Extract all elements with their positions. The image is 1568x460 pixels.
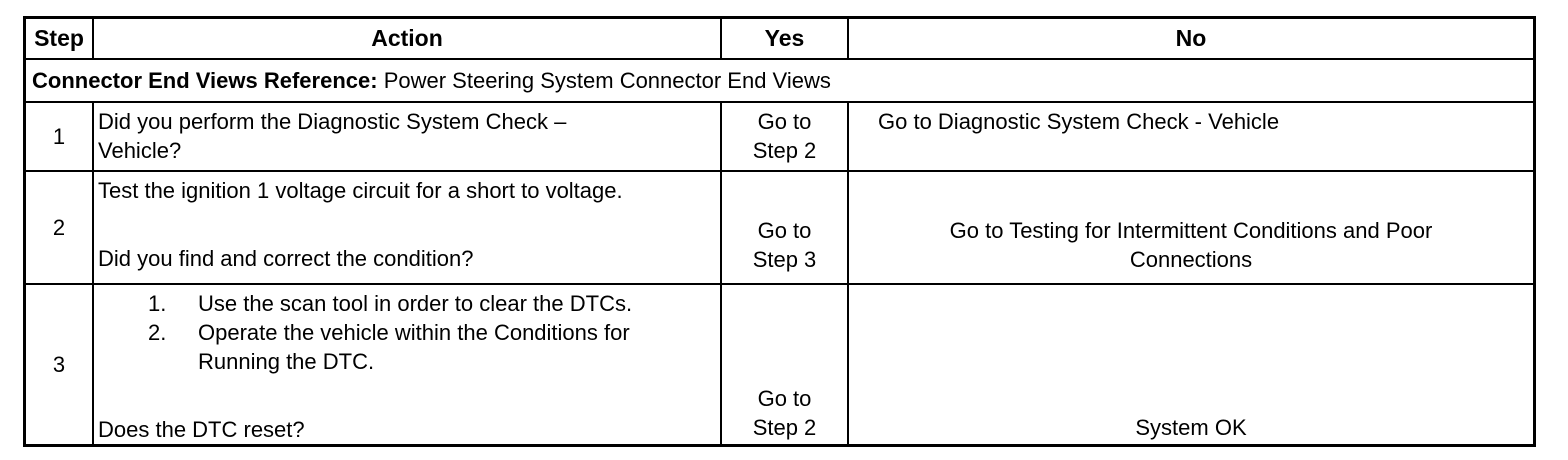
header-action: Action bbox=[94, 19, 722, 60]
row2-action-question: Did you find and correct the condition? bbox=[98, 246, 474, 271]
row3-yes: Go to Step 2 bbox=[722, 285, 849, 444]
row3-step-item: 1. Use the scan tool in order to clear th… bbox=[98, 289, 720, 318]
row3-step-text: Running the DTC. bbox=[198, 349, 375, 374]
row1-action-line1: Did you perform the Diagnostic System Ch… bbox=[98, 109, 567, 134]
row2-no: Go to Testing for Intermittent Condition… bbox=[849, 172, 1533, 285]
row3-steps-list: 1. Use the scan tool in order to clear th… bbox=[98, 289, 720, 376]
row2-step: 2 bbox=[26, 172, 94, 285]
row1-no: Go to Diagnostic System Check - Vehicle bbox=[849, 103, 1533, 172]
row2-yes-line1: Go to bbox=[757, 218, 812, 243]
row3-step-text: Use the scan tool in order to clear the … bbox=[198, 291, 633, 316]
row3-step-text: Operate the vehicle within the Condition… bbox=[198, 320, 630, 345]
row3-yes-line2: Step 2 bbox=[752, 415, 817, 440]
row3-step-number: 1. bbox=[148, 291, 167, 316]
row3-yes-line1: Go to bbox=[757, 386, 812, 411]
reference-text: Power Steering System Connector End View… bbox=[383, 67, 831, 93]
row3-step-number: 2. bbox=[148, 320, 167, 345]
row3-action: 1. Use the scan tool in order to clear th… bbox=[94, 285, 722, 444]
header-no: No bbox=[849, 19, 1533, 60]
row2-yes: Go to Step 3 bbox=[722, 172, 849, 285]
row1-yes-line1: Go to bbox=[757, 109, 812, 134]
row2-action: Test the ignition 1 voltage circuit for … bbox=[94, 172, 722, 285]
row3-action-question: Does the DTC reset? bbox=[98, 417, 305, 442]
header-yes: Yes bbox=[722, 19, 849, 60]
row2-no-line2: Connections bbox=[1129, 247, 1253, 272]
row3-no: System OK bbox=[849, 285, 1533, 444]
row2-action-instruction: Test the ignition 1 voltage circuit for … bbox=[98, 178, 623, 203]
row1-step: 1 bbox=[26, 103, 94, 172]
row1-yes: Go to Step 2 bbox=[722, 103, 849, 172]
row3-step: 3 bbox=[26, 285, 94, 444]
row3-step-item: 2. Operate the vehicle within the Conditi… bbox=[98, 318, 720, 347]
reference-row: Connector End Views Reference: Power Ste… bbox=[26, 60, 1533, 103]
header-step: Step bbox=[26, 19, 94, 60]
row1-action-line2: Vehicle? bbox=[98, 138, 182, 163]
row1-action: Did you perform the Diagnostic System Ch… bbox=[94, 103, 722, 172]
row3-no-line1: System OK bbox=[1135, 415, 1247, 440]
row2-yes-line2: Step 3 bbox=[752, 247, 817, 272]
reference-label: Connector End Views Reference: bbox=[32, 67, 378, 93]
diagnostic-table: Step Action Yes No Connector End Views R… bbox=[23, 16, 1536, 447]
row1-no-line1: Go to Diagnostic System Check - Vehicle bbox=[878, 109, 1280, 134]
row3-step-item: Running the DTC. bbox=[98, 347, 720, 376]
row2-no-line1: Go to Testing for Intermittent Condition… bbox=[949, 218, 1433, 243]
row1-yes-line2: Step 2 bbox=[752, 138, 817, 163]
